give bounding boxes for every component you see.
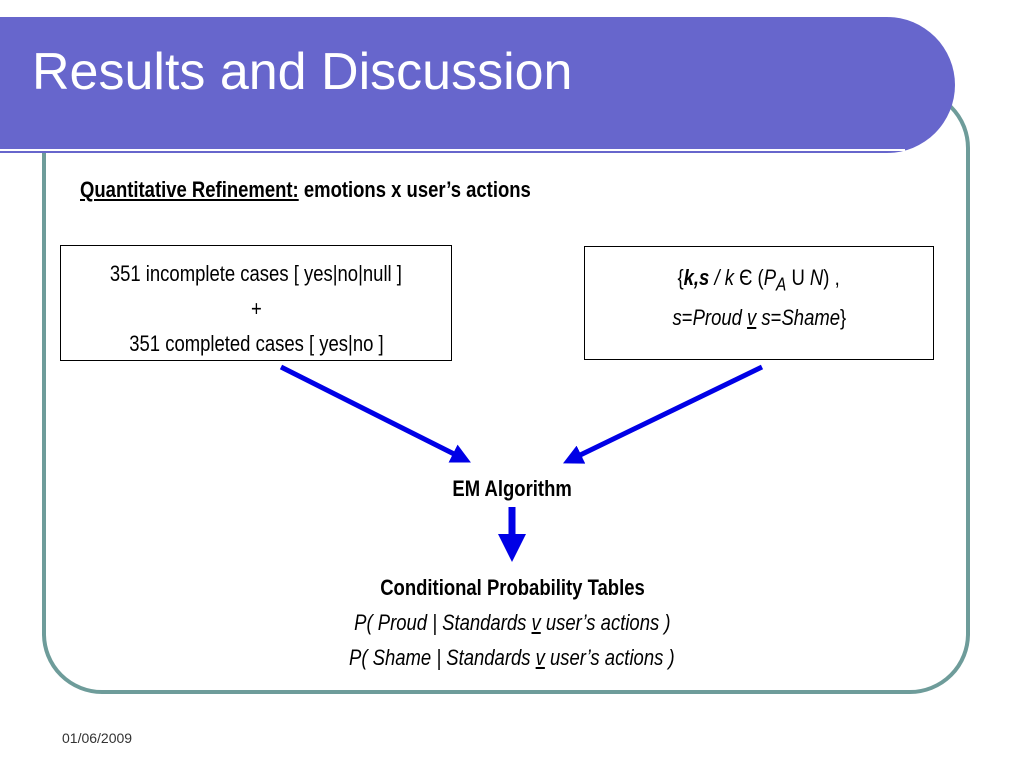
paren-close: ) , — [823, 265, 841, 290]
open-brace: { — [677, 265, 685, 290]
right-arrow — [562, 364, 764, 464]
subtitle: Quantitative Refinement: emotions x user… — [80, 177, 531, 203]
subtitle-heading: Quantitative Refinement: — [80, 177, 299, 202]
cpt-proud-or: v — [531, 610, 541, 635]
cpt-shame-prefix: P( Shame | Standards — [349, 645, 536, 670]
union: U — [786, 265, 811, 290]
completed-cases: 351 completed cases [ yes|no ] — [128, 331, 384, 356]
s-variable-2: s — [761, 305, 771, 331]
slide-title: Results and Discussion — [32, 43, 573, 101]
cases-box: 351 incomplete cases [ yes|no|null ] + 3… — [60, 245, 452, 361]
plus-sign: + — [250, 296, 262, 321]
cpt-block: Conditional Probability Tables P( Proud … — [0, 570, 1024, 675]
proud-value: Proud — [692, 305, 742, 331]
equals-1: = — [681, 305, 693, 331]
slide-date: 01/06/2009 — [62, 730, 133, 746]
set-line-1: {k,s / k Є (PA U N) , — [678, 261, 840, 301]
cpt-proud-prefix: P( Proud | Standards — [353, 610, 532, 635]
equals-2: = — [770, 305, 782, 331]
close-brace: } — [839, 305, 846, 331]
subtitle-text: emotions x user’s actions — [303, 177, 531, 202]
ks-pair: k,s — [684, 265, 710, 290]
k-variable: / k — [709, 265, 740, 290]
s-variable-1: s — [672, 305, 682, 331]
set-line-2: s=Proud v s=Shame} — [672, 301, 846, 335]
title-bar — [0, 17, 955, 153]
left-arrow — [279, 364, 471, 463]
cpt-proud-line: P( Proud | Standards v user’s actions ) — [354, 605, 670, 640]
incomplete-cases: 351 incomplete cases [ yes|no|null ] — [109, 261, 403, 286]
p-set: P — [764, 265, 777, 290]
em-algorithm-label: EM Algorithm — [0, 476, 1024, 502]
shame-value: Shame — [781, 305, 840, 331]
element-of: Є — [739, 265, 753, 290]
cpt-proud-suffix: user’s actions ) — [540, 610, 671, 635]
cpt-title: Conditional Probability Tables — [379, 575, 645, 600]
title-underline — [0, 149, 905, 151]
cpt-shame-or: v — [535, 645, 546, 670]
n-set: N — [810, 265, 824, 290]
em-algorithm-text: EM Algorithm — [452, 476, 572, 501]
paren-open: ( — [752, 265, 765, 290]
p-subscript: A — [776, 273, 787, 295]
or-symbol: v — [746, 305, 756, 331]
set-definition-box: {k,s / k Є (PA U N) , s=Proud v s=Shame} — [584, 246, 934, 360]
cpt-shame-suffix: user’s actions ) — [545, 645, 675, 670]
cpt-shame-line: P( Shame | Standards v user’s actions ) — [349, 640, 675, 675]
